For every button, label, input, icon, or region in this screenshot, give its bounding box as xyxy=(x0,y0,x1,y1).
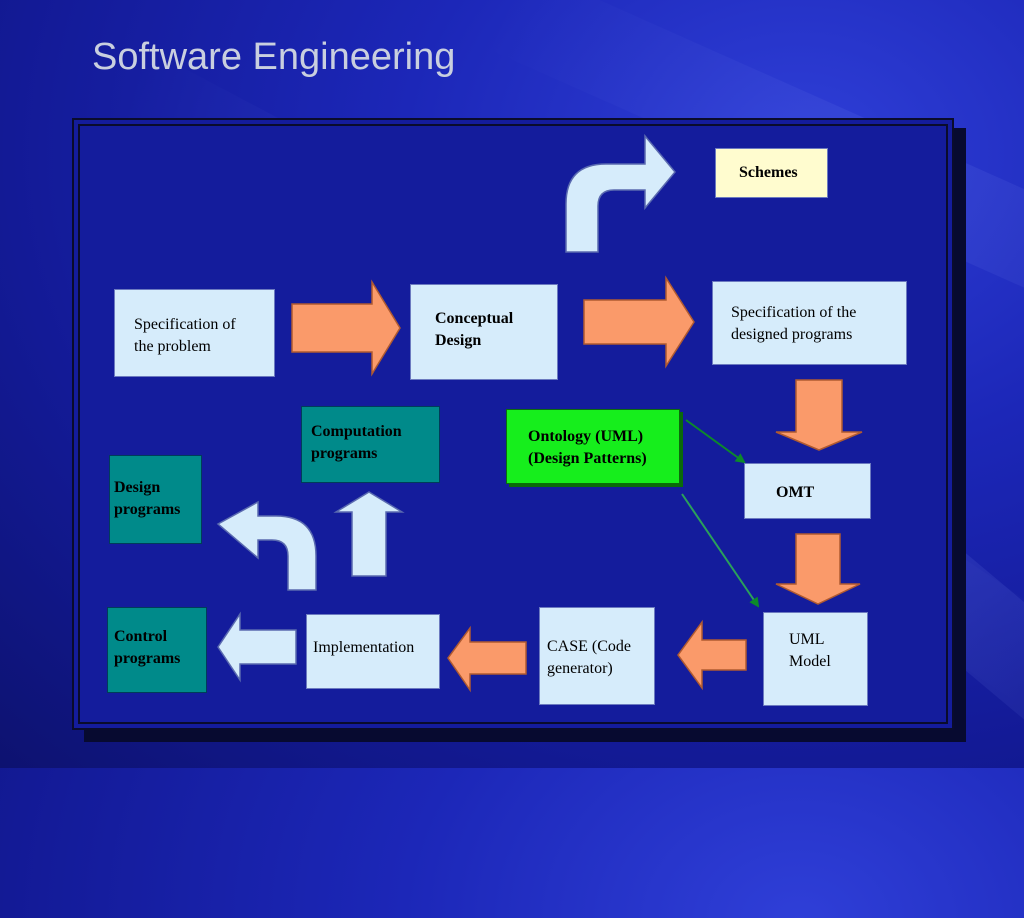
ontology-box: Ontology (UML) (Design Patterns) xyxy=(506,409,680,484)
case-label: CASE (Code generator) xyxy=(547,638,631,677)
arrow-spec-to-omt xyxy=(775,379,863,451)
curved-arrow-to-schemes xyxy=(565,133,676,253)
arrow-case-to-implementation xyxy=(447,625,527,693)
arrow-problem-to-conceptual xyxy=(291,279,401,377)
arrow-omt-to-uml xyxy=(775,533,861,605)
schemes-label: Schemes xyxy=(739,164,798,181)
control-programs-box: Control programs xyxy=(107,607,207,693)
spec-problem-box: Specification of the problem xyxy=(114,289,275,377)
computation-programs-label: Computation programs xyxy=(311,423,402,462)
ontology-label: Ontology (UML) (Design Patterns) xyxy=(528,428,647,467)
uml-model-box: UML Model xyxy=(763,612,868,706)
design-programs-box: Design programs xyxy=(109,455,202,544)
curved-arrow-to-design xyxy=(216,500,317,591)
conceptual-design-label: Conceptual Design xyxy=(435,310,514,349)
arrow-implementation-to-control xyxy=(217,611,297,683)
implementation-label: Implementation xyxy=(313,639,415,656)
slide-title: Software Engineering xyxy=(92,36,456,78)
case-box: CASE (Code generator) xyxy=(539,607,655,705)
spec-designed-box: Specification of the designed programs xyxy=(712,281,907,365)
arrow-implementation-to-computation xyxy=(333,491,405,577)
omt-box: OMT xyxy=(744,463,871,519)
diagram-arrows xyxy=(216,133,863,693)
connector-ontology-to-uml xyxy=(681,493,760,608)
arrow-conceptual-to-spec xyxy=(583,275,695,369)
diagram-frame-inner xyxy=(78,124,948,724)
spec-problem-label: Specification of the problem xyxy=(134,316,236,355)
spec-designed-label: Specification of the designed programs xyxy=(731,304,857,343)
control-programs-label: Control programs xyxy=(114,628,181,667)
schemes-box: Schemes xyxy=(715,148,828,198)
conceptual-design-box: Conceptual Design xyxy=(410,284,558,380)
computation-programs-box: Computation programs xyxy=(301,406,440,483)
uml-model-label: UML Model xyxy=(789,631,831,670)
design-programs-label: Design programs xyxy=(114,479,181,518)
implementation-box: Implementation xyxy=(306,614,440,689)
connector-ontology-to-omt xyxy=(685,419,746,464)
arrow-uml-to-case xyxy=(677,619,747,691)
omt-label: OMT xyxy=(776,484,815,501)
